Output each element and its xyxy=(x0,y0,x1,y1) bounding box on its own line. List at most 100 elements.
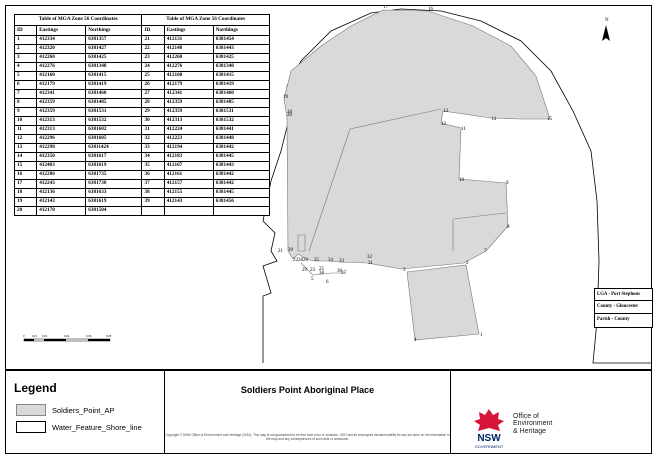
scale-tick: 0.08 xyxy=(106,334,112,338)
map-title: Soldiers Point Aboriginal Place xyxy=(240,385,375,395)
table-cell: 38 xyxy=(141,188,165,198)
table-cell: 14 xyxy=(13,152,38,162)
table-cell: 2 xyxy=(13,44,38,54)
point-label: 17 xyxy=(383,6,389,10)
table-cell: 6381485 xyxy=(212,98,271,108)
table-cell: 6381427 xyxy=(85,44,143,54)
table-cell: 6381633 xyxy=(85,188,143,198)
table-cell: 6381738 xyxy=(85,179,143,189)
table-cell: 412160 xyxy=(163,71,214,81)
point-label: 5 xyxy=(311,277,314,282)
table-cell: 35 xyxy=(141,161,165,171)
table-cell: 412313 xyxy=(163,116,214,126)
point-label: 13 xyxy=(443,109,449,114)
table-cell: 412359 xyxy=(36,107,87,117)
point-label: 9 xyxy=(506,181,509,186)
table-cell: 18 xyxy=(13,188,38,198)
table-cell: 26 xyxy=(141,80,165,90)
table-cell: 30 xyxy=(141,116,165,126)
table-cell: 412224 xyxy=(163,125,214,135)
agency-line: Office of xyxy=(513,413,539,420)
table-cell: 412143 xyxy=(163,197,214,207)
table-cell: 412183 xyxy=(163,152,214,162)
shoreline xyxy=(262,8,651,364)
scale-tick: 0.01 xyxy=(32,334,38,338)
point-label: 7 xyxy=(484,249,487,254)
point-label: 10 xyxy=(459,178,465,183)
table-cell: 412403 xyxy=(36,161,87,171)
table-cell: 6381619 xyxy=(85,197,143,207)
table-cell: 22 xyxy=(141,44,165,54)
table-cell: 27 xyxy=(141,89,165,99)
table-cell: 412313 xyxy=(36,116,87,126)
point-label: 11 xyxy=(461,127,466,132)
table-cell: 9 xyxy=(13,107,38,117)
legend-swatch-shore xyxy=(16,421,46,433)
table-cell: 412223 xyxy=(163,134,214,144)
title-panel: Soldiers Point Aboriginal Place Copyrigh… xyxy=(165,370,451,454)
table-cell: 6381442 xyxy=(212,179,271,189)
point-label: 19 xyxy=(283,95,289,100)
table-cell: 28 xyxy=(141,98,165,108)
table-cell: 13 xyxy=(13,143,38,153)
table-cell: 412359 xyxy=(36,98,87,108)
table-cell: 5 xyxy=(13,71,38,81)
aboriginal-place-square xyxy=(406,264,480,341)
point-label: 15 xyxy=(547,117,553,122)
point-label: 33 xyxy=(339,259,345,264)
agency-name: Office of Environment & Heritage xyxy=(513,413,552,435)
table-cell: 6381532 xyxy=(85,116,143,126)
point-label: 26 xyxy=(303,258,309,263)
table-cell: 412276 xyxy=(163,62,214,72)
table-cell: 20 xyxy=(13,206,38,216)
table-cell: 11 xyxy=(13,125,38,135)
table-cell: 6381443 xyxy=(212,161,271,171)
point-label: 4 xyxy=(414,338,417,343)
table-cell: 25 xyxy=(141,71,165,81)
table-cell: 6381617 xyxy=(85,152,143,162)
table-cell: 6381443 xyxy=(212,44,271,54)
table-cell: 412161 xyxy=(163,170,214,180)
legend-title: Legend xyxy=(14,381,57,395)
lga-line: LGA - Port Stephons xyxy=(595,289,652,302)
table-cell: 412276 xyxy=(36,62,87,72)
table-cell: 1 xyxy=(13,35,38,45)
table-cell: 412148 xyxy=(163,44,214,54)
table-cell: 6381445 xyxy=(212,188,271,198)
table-cell: 24 xyxy=(141,62,165,72)
table-cell: 412143 xyxy=(36,197,87,207)
table-cell: 412155 xyxy=(163,188,214,198)
table-cell: 412296 xyxy=(36,134,87,144)
point-label: 32 xyxy=(367,255,373,260)
table-title-left: Table of MGA Zone 56 Coordinates xyxy=(13,14,143,26)
point-label: 34 xyxy=(328,258,334,263)
table-cell: 36 xyxy=(141,170,165,180)
table-cell: 412179 xyxy=(163,80,214,90)
lga-info-box: LGA - Port Stephons County - Gloucester … xyxy=(594,288,653,328)
coordinate-table: Table of MGA Zone 56 Coordinates Table o… xyxy=(13,14,271,216)
table-cell: 6381602 xyxy=(85,125,143,135)
point-label: 39 xyxy=(288,248,294,253)
point-label: 20 xyxy=(287,113,293,118)
point-label: 37 xyxy=(341,271,347,276)
table-cell: 39 xyxy=(141,197,165,207)
table-cell: 7 xyxy=(13,89,38,99)
table-cell: 6381415 xyxy=(212,71,271,81)
col-id: ID xyxy=(13,25,38,36)
point-label: 8 xyxy=(507,225,510,230)
table-cell: 412167 xyxy=(163,161,214,171)
scale-tick: 0.02 xyxy=(42,334,48,338)
table-cell: 412359 xyxy=(163,98,214,108)
table-cell: 6381441 xyxy=(212,125,271,135)
point-label: 1 xyxy=(480,333,483,338)
point-label: 36 xyxy=(337,269,343,274)
